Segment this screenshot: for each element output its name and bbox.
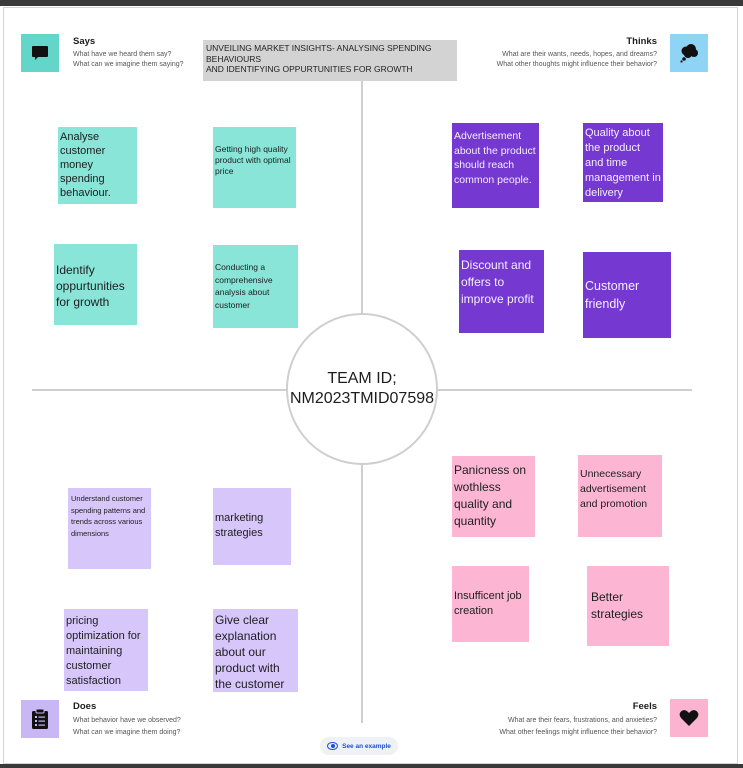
sticky-note-does-4[interactable]: Give clear explanation about our product… [213,609,298,692]
sticky-note-feels-2[interactable]: Unnecessary advertisement and promotion [578,455,662,537]
center-circle[interactable]: TEAM ID; NM2023TMID07598 [286,313,438,465]
sticky-note-thinks-3[interactable]: Discount and offers to improve profit [459,250,544,333]
sticky-note-does-2[interactable]: marketing strategies [213,488,291,565]
team-id-value: NM2023TMID07598 [289,390,435,407]
sticky-note-thinks-1[interactable]: Advertisement about the product should r… [452,123,539,208]
does-question-1: What behavior have we observed? [73,717,181,724]
does-title: Does [73,701,97,712]
feels-question-1: What are their fears, frustrations, and … [507,717,657,724]
sticky-note-thinks-2[interactable]: Quality about the product and time manag… [583,123,663,202]
thinks-icon-box [670,34,708,72]
thinks-question-2: What other thoughts might influence thei… [496,61,657,68]
eye-icon [327,742,339,750]
banner-line-1: UNVEILING MARKET INSIGHTS- ANALYSING SPE… [206,43,432,53]
does-icon-box [21,700,59,738]
heart-icon [679,710,699,726]
feels-title: Feels [632,701,657,712]
feels-question-2: What other feelings might influence thei… [499,729,657,736]
banner-line-2: BEHAVIOURS [206,53,262,64]
sticky-note-says-4[interactable]: Conducting a comprehensive analysis abou… [213,245,298,328]
says-title: Says [73,36,96,47]
sticky-note-says-1[interactable]: Analyse customer money spending behaviou… [58,127,137,204]
sticky-note-thinks-4[interactable]: Customer friendly [583,252,671,338]
top-bar [0,0,743,6]
sticky-note-does-1[interactable]: Understand customer spending patterns an… [68,488,151,569]
speech-bubble-icon [32,46,48,60]
does-question-2: What can we imagine them doing? [73,729,181,736]
sticky-note-does-3[interactable]: pricing optimization for maintaining cus… [64,609,148,691]
sticky-note-feels-3[interactable]: Insufficent job creation [452,566,529,642]
team-id-label: TEAM ID; [327,370,397,387]
feels-icon-box [670,699,708,737]
says-icon-box [21,34,59,72]
sticky-note-feels-4[interactable]: Better strategies [587,566,669,646]
see-example-label: See an example [342,742,391,750]
see-example-button[interactable]: See an example [320,737,398,755]
says-question-1: What have we heard them say? [73,51,172,58]
banner-line-3: AND IDENTIFYING OPPURTUNITIES FOR GROWTH [206,64,413,74]
thinks-title: Thinks [626,36,657,47]
sticky-note-says-2[interactable]: Getting high quality product with optima… [213,127,296,208]
sticky-note-feels-1[interactable]: Panicness on wothless quality and quanti… [452,456,535,537]
thinks-question-1: What are their wants, needs, hopes, and … [502,51,657,58]
clipboard-icon [32,708,48,729]
says-question-2: What can we imagine them saying? [73,61,184,68]
bottom-bar [0,764,743,768]
thought-cloud-icon [680,44,698,63]
title-banner[interactable]: UNVEILING MARKET INSIGHTS- ANALYSING SPE… [203,40,457,81]
sticky-note-says-3[interactable]: Identify oppurtunities for growth [54,244,137,325]
